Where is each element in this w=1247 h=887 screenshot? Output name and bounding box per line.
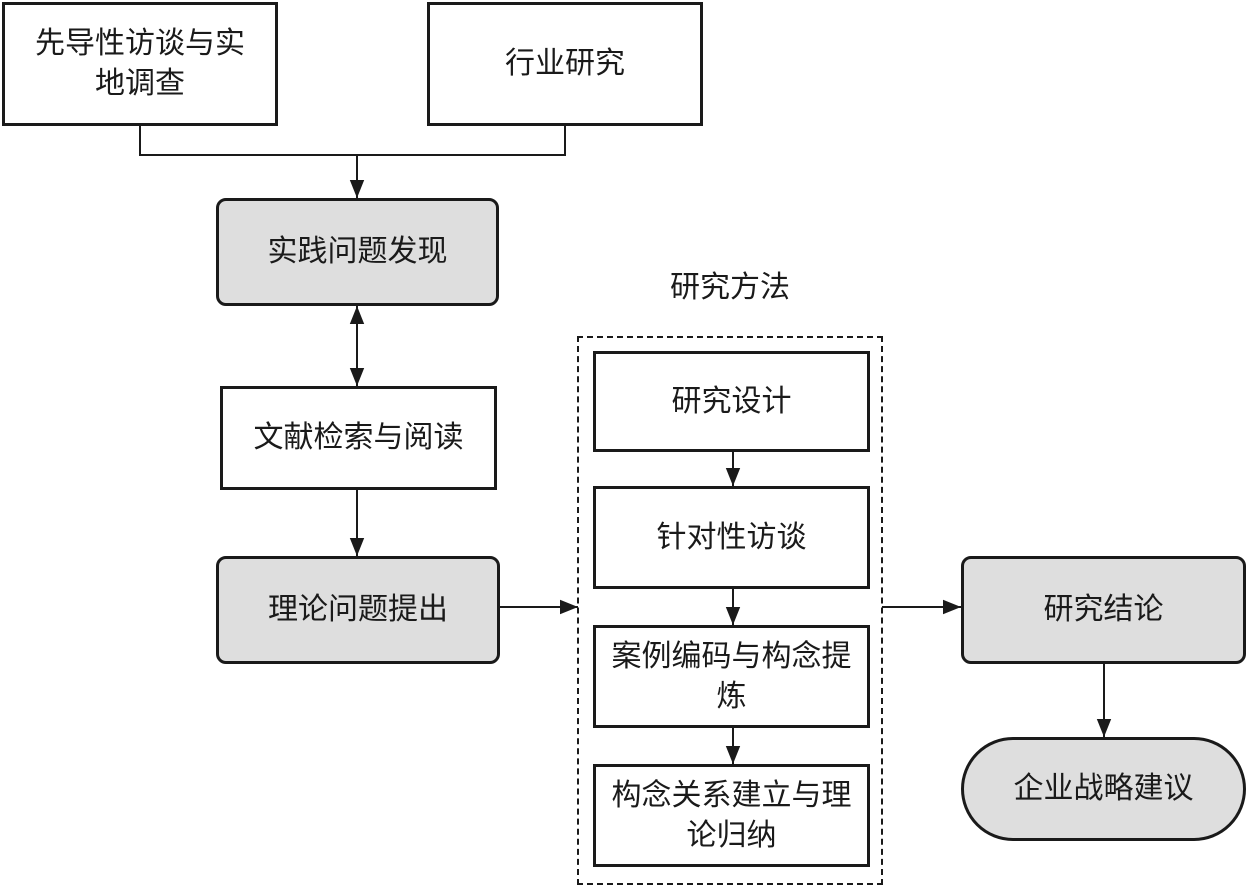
box-practice-problem-label: 实践问题发现 [267,234,448,269]
box-research-design-label: 研究设计 [671,383,792,419]
box-case-coding-label: 案例编码与构念提炼 [611,638,852,714]
research-methods-group [577,336,883,885]
box-research-design: 研究设计 [593,351,870,452]
box-pilot-interview-label: 先导性访谈与实地调查 [35,26,245,101]
box-research-conclusion: 研究结论 [961,556,1246,664]
box-industry-research: 行业研究 [427,2,703,126]
box-theory-problem: 理论问题提出 [216,556,500,664]
box-pilot-interview: 先导性访谈与实地调查 [2,2,278,126]
box-construct-relations-label: 构念关系建立与理论归纳 [611,777,852,853]
research-methods-title: 研究方法 [670,270,790,305]
box-case-coding: 案例编码与构念提炼 [593,625,870,728]
box-construct-relations: 构念关系建立与理论归纳 [593,764,870,867]
box-research-conclusion-label: 研究结论 [1043,592,1164,627]
box-practice-problem: 实践问题发现 [216,198,499,306]
merge-connector [139,124,566,156]
box-literature-review: 文献检索与阅读 [220,386,497,490]
box-industry-research-label: 行业研究 [505,46,625,81]
box-targeted-interview-label: 针对性访谈 [656,519,807,555]
box-targeted-interview: 针对性访谈 [593,486,870,589]
box-strategy-advice: 企业战略建议 [961,737,1246,841]
box-strategy-advice-label: 企业战略建议 [1013,771,1194,806]
box-theory-problem-label: 理论问题提出 [268,592,448,627]
box-literature-review-label: 文献检索与阅读 [253,420,464,455]
